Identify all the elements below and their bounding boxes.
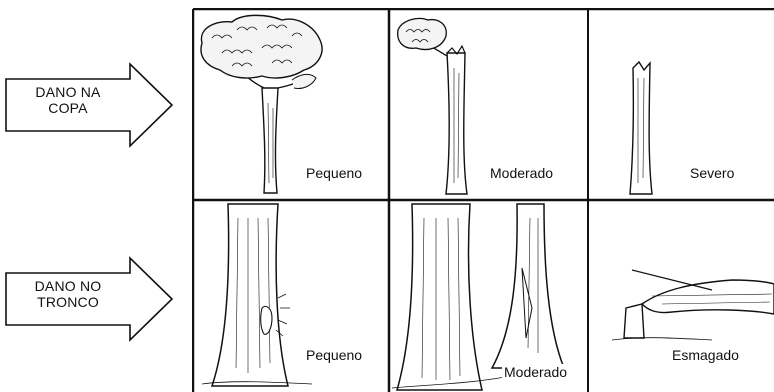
cell-label-trunk-moderate: Moderado [502, 364, 569, 380]
trunk-crushed-damage [612, 270, 774, 340]
trunk-damage-arrow: DANO NO TRONCO [0, 256, 176, 342]
cell-label-trunk-small: Pequeno [304, 347, 364, 363]
trunk-small-damage [202, 204, 312, 386]
arrow-label-line1: DANO NA [8, 84, 128, 100]
arrow-label-line2: TRONCO [8, 294, 128, 310]
cell-label-crown-small: Pequeno [304, 165, 364, 181]
arrow-label-line1: DANO NO [8, 278, 128, 294]
crown-damage-arrow: DANO NA COPA [0, 62, 176, 148]
arrow-label-line2: COPA [8, 100, 128, 116]
cell-label-crown-severe: Severo [688, 165, 736, 181]
tree-moderate-crown-damage [398, 18, 467, 194]
cell-label-trunk-crushed: Esmagado [670, 347, 741, 363]
damage-grid: Pequeno Moderado Severo Pequeno Moderado… [192, 8, 774, 392]
cell-label-crown-moderate: Moderado [488, 165, 555, 181]
crown-damage-label: DANO NA COPA [8, 84, 128, 116]
trunk-damage-label: DANO NO TRONCO [8, 278, 128, 310]
grid-illustrations [192, 8, 774, 392]
tree-severe-crown-damage [630, 62, 652, 194]
trunk-moderate-damage [392, 204, 564, 390]
